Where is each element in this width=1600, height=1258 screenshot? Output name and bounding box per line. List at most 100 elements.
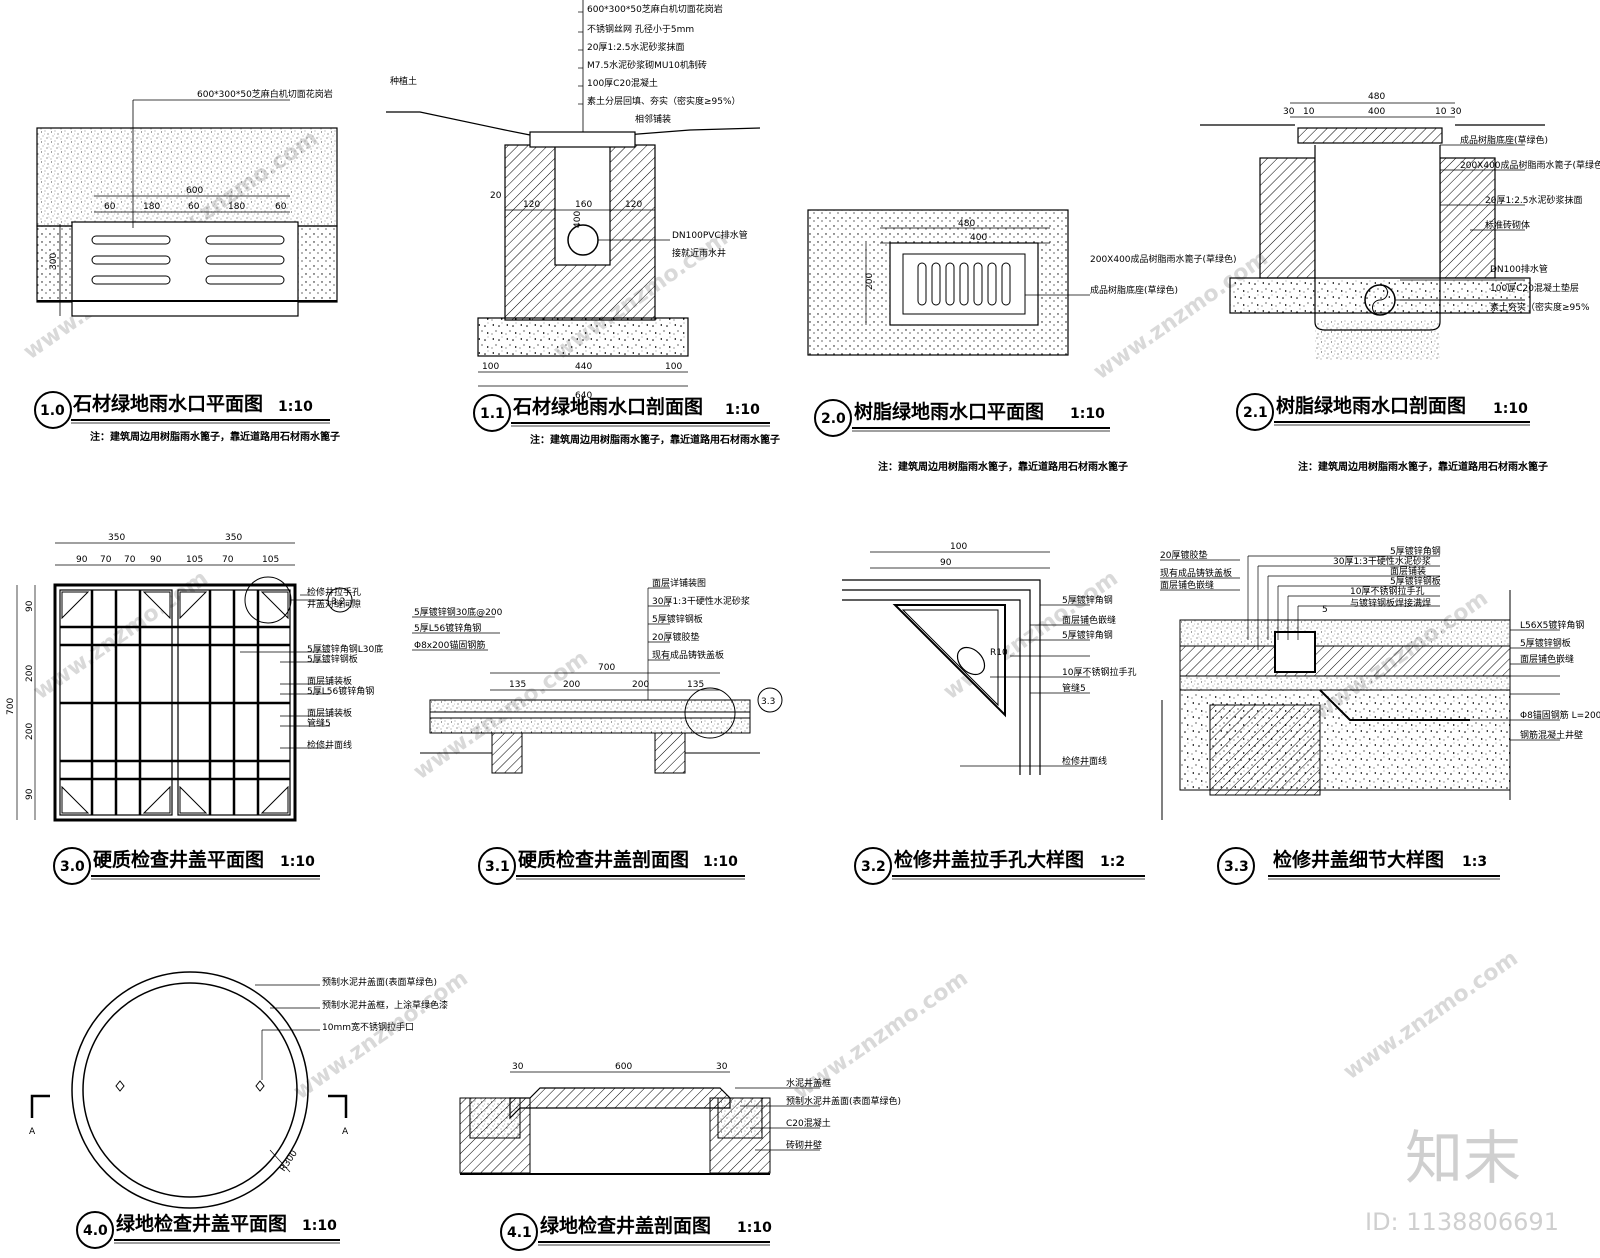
drawing-number: 1.1 <box>480 406 505 422</box>
material-label: 200X400成品树脂雨水篦子(草绿色) <box>1090 253 1237 265</box>
dimension-text: 400 <box>1368 107 1385 117</box>
dimension-text: 30 <box>512 1062 524 1072</box>
material-label: Φ8锚固钢筋 L=200 <box>1520 709 1600 721</box>
material-label: 5厚镀锌钢30底@200 <box>414 606 503 618</box>
radius-label: R300 <box>278 1149 300 1174</box>
drawing-scale: 1:2 <box>1100 854 1125 870</box>
drawing-title: 树脂绿地雨水口平面图 <box>854 400 1044 423</box>
material-label: 管缝5 <box>307 717 331 729</box>
dimension-text: 200 <box>25 665 35 682</box>
dimension-text: 70 <box>124 555 136 565</box>
detail-reference: 3.2 <box>331 597 345 607</box>
drawing-title: 石材绿地雨水口平面图 <box>72 392 263 415</box>
material-label: 接就近雨水井 <box>672 247 726 259</box>
dimension-text: 90 <box>25 788 35 800</box>
dimension-text: 135 <box>509 680 526 690</box>
material-label: 200X400成品树脂雨水篦子(草绿色) <box>1460 159 1600 171</box>
material-label: 面层铺装板 <box>307 675 352 687</box>
brand-watermark: 知末 ID: 1138806691 <box>1365 1124 1559 1236</box>
dimension-text: 30 <box>716 1062 728 1072</box>
material-label: 成品树脂底座(草绿色) <box>1090 284 1178 296</box>
drawing-number-circle <box>473 394 511 432</box>
material-label: 面层铺色嵌缝 <box>1062 614 1116 626</box>
drawing-4-1: 30 600 30 水泥井盖框 预制水泥井盖面(表面草绿色) C20混凝土 砖砌… <box>459 1062 901 1251</box>
material-label: C20混凝土 <box>786 1117 831 1129</box>
dimension-text: 700 <box>6 698 16 715</box>
material-label: 5厚镀锌角钢 <box>1390 545 1441 557</box>
drawing-title: 检修井盖细节大样图 <box>1273 848 1444 871</box>
material-label: M7.5水泥砂浆砌MU10机制砖 <box>587 59 707 71</box>
drawing-number-circle <box>500 1213 538 1251</box>
material-label: 不锈钢丝网 孔径小于5mm <box>587 23 694 35</box>
material-label: 20厚1:2.5水泥砂浆抹面 <box>1485 194 1583 206</box>
material-label: 素土夯实（密实度≥95% <box>1490 301 1590 313</box>
drawing-title: 硬质检查井盖剖面图 <box>518 848 689 871</box>
drawing-3-0: 3.2 350 350 90 70 70 90 105 70 105 700 9… <box>6 533 383 885</box>
material-label: 井盖对缝间隙 <box>307 598 361 610</box>
drawing-number-circle <box>478 847 516 885</box>
drawing-number: 2.0 <box>821 411 846 427</box>
drawing-3-3: 5 5厚镀锌角钢 30厚1:3干硬性水泥砂浆 面层铺装 5厚镀锌钢板 10厚不锈… <box>1160 545 1600 885</box>
material-label: 面层铺装 <box>1390 565 1426 577</box>
dimension-text: 160 <box>575 200 592 210</box>
material-label: 种植土 <box>390 75 417 87</box>
dimension-text: 600 <box>186 186 203 196</box>
drawing-number-circle <box>814 399 852 437</box>
drawing-title: 绿地检查井盖剖面图 <box>540 1214 711 1237</box>
material-label: 现有成品铸铁盖板 <box>652 649 724 661</box>
material-label: 5厚镀锌角钢 <box>1062 594 1113 606</box>
material-label: 5厚镀锌角钢 <box>1062 629 1113 641</box>
material-label: 100厚C20混凝土 <box>587 77 658 89</box>
dimension-text: 105 <box>262 555 279 565</box>
material-label: 20厚1:2.5水泥砂浆抹面 <box>587 41 685 53</box>
material-label: 面层铺色嵌缝 <box>1160 579 1214 591</box>
drawing-scale: 1:3 <box>1462 854 1487 870</box>
material-label: 10厚不锈钢拉手孔 <box>1062 666 1136 678</box>
dimension-text: 135 <box>687 680 704 690</box>
drawing-1-0: 600*300*50芝麻白机切面花岗岩 600 60 180 60 180 60… <box>34 88 340 443</box>
drawing-scale: 1:10 <box>302 1218 337 1234</box>
drawing-scale: 1:10 <box>737 1220 772 1236</box>
material-label: 钢筋混凝土井壁 <box>1520 729 1583 741</box>
material-label: 5厚镀锌钢板 <box>1390 575 1441 587</box>
material-label: Φ8x200锚固钢筋 <box>414 639 485 651</box>
drawing-3-2: R10 100 90 5厚镀锌角钢 面层铺色嵌缝 5厚镀锌角钢 10厚不锈钢拉手… <box>842 542 1145 885</box>
dimension-text: 90 <box>940 558 952 568</box>
drawing-2-0: 480 400 200X400成品树脂雨水篦子(草绿色) 成品树脂底座(草绿色)… <box>807 209 1237 473</box>
watermark-text: www.znzmo.com <box>29 566 213 705</box>
dimension-text: 90 <box>150 555 162 565</box>
drawing-title: 绿地检查井盖平面图 <box>116 1212 287 1235</box>
drawing-scale: 1:10 <box>280 854 315 870</box>
drawing-1-1: 600*300*50芝麻白机切面花岗岩 不锈钢丝网 孔径小于5mm 20厚1:2… <box>386 0 780 446</box>
dimension-text: 30 <box>1450 107 1462 117</box>
material-label: 10mm宽不锈钢拉手口 <box>322 1021 414 1033</box>
drawing-number: 3.3 <box>1224 859 1249 875</box>
material-label: 10厚不锈钢拉手孔 <box>1350 585 1424 597</box>
dimension-text: 10 <box>1435 107 1447 117</box>
drawing-scale: 1:10 <box>278 399 313 415</box>
drawing-title: 石材绿地雨水口剖面图 <box>512 395 703 418</box>
material-label: 面层铺色嵌缝 <box>1520 653 1574 665</box>
material-label: 30厚1:3干硬性水泥砂浆 <box>1333 555 1431 567</box>
dimension-text: 600 <box>615 1062 632 1072</box>
material-label: 水泥井盖框 <box>786 1077 831 1089</box>
drawing-2-1: 480 400 30 10 10 30 成品树脂底座(草绿色) 200X400成… <box>1200 92 1600 473</box>
material-label: 30厚1:3干硬性水泥砂浆 <box>652 595 750 607</box>
drawing-scale: 1:10 <box>1493 401 1528 417</box>
material-label: 预制水泥井盖面(表面草绿色) <box>322 976 437 988</box>
dimension-text: 70 <box>100 555 112 565</box>
dimension-text: 640 <box>575 391 592 401</box>
drawing-title: 检修井盖拉手孔大样图 <box>894 848 1084 871</box>
material-label: 面层详铺装图 <box>652 577 706 589</box>
drawing-title: 树脂绿地雨水口剖面图 <box>1276 394 1466 417</box>
material-label: 5厚镀锌钢板 <box>307 653 358 665</box>
material-label: 检修井面线 <box>1062 755 1107 767</box>
drawing-number: 3.1 <box>485 859 510 875</box>
material-label: 检修井拉手孔 <box>307 586 361 598</box>
material-label: DN100PVC排水管 <box>672 229 748 241</box>
detail-reference: 3.3 <box>761 697 775 707</box>
dimension-text: 90 <box>76 555 88 565</box>
dimension-text: 60 <box>104 202 116 212</box>
material-label: 600*300*50芝麻白机切面花岗岩 <box>197 88 333 100</box>
dimension-text: 30 <box>1283 107 1295 117</box>
